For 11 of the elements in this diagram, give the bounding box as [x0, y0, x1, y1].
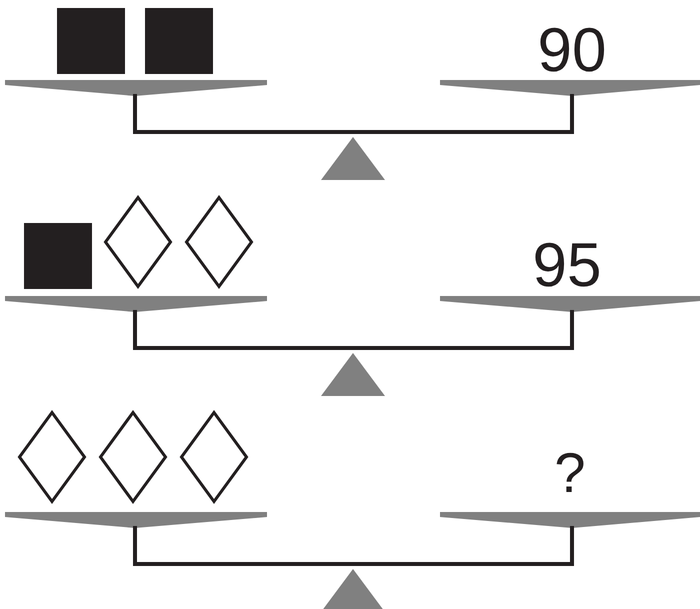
diamond-shape: [185, 196, 253, 288]
diamond-shape: [104, 196, 172, 288]
diamond-shape: [99, 411, 167, 503]
square-shape: [57, 8, 125, 74]
square-shape: [24, 223, 92, 289]
weight-value: ?: [554, 445, 586, 501]
diamond-shape: [180, 411, 248, 503]
diamond-shape: [18, 411, 86, 503]
square-shape: [145, 8, 213, 74]
weight-value: 95: [532, 235, 602, 297]
weight-value: 90: [538, 20, 606, 82]
